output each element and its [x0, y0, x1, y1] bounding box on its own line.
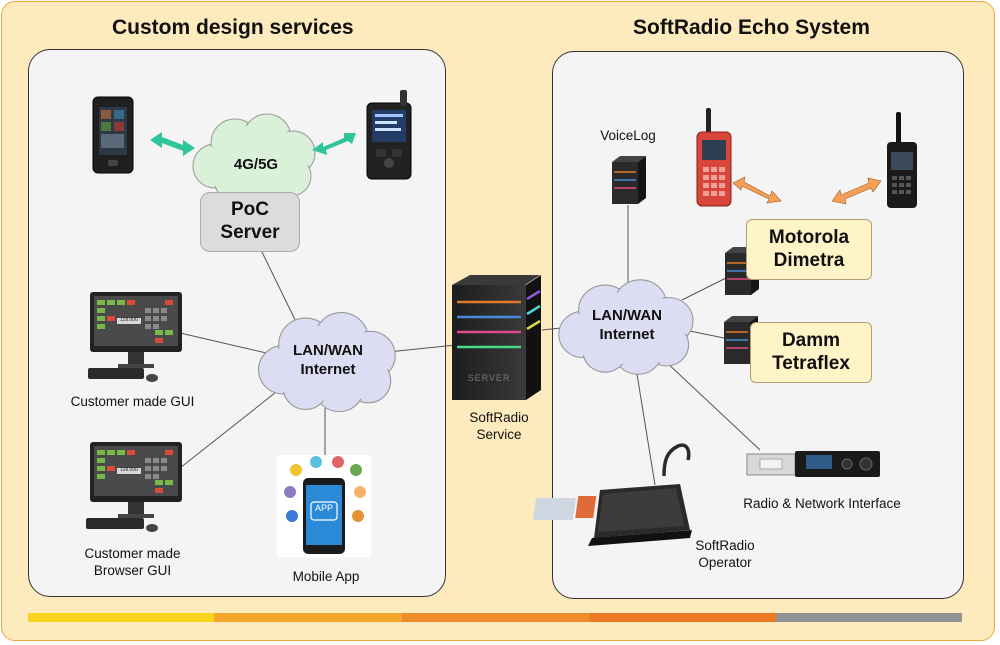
cloud-4g5g-fill — [197, 118, 311, 200]
strip-gray — [776, 613, 962, 622]
customer-gui-label: Customer made GUI — [70, 394, 195, 409]
strip-light-orange — [214, 613, 402, 622]
poc-server-line2: Server — [220, 222, 280, 243]
softradio-service-label: SoftRadio Service — [454, 410, 544, 444]
service-line1: SoftRadio — [469, 410, 529, 425]
damm-line1: Damm — [781, 329, 841, 351]
orange-arrows — [732, 176, 882, 205]
tetra-radio-red — [696, 108, 732, 207]
poc-phone-right — [366, 90, 412, 180]
operator-line2: Operator — [698, 554, 752, 570]
poc-server-box: PoC Server — [200, 192, 300, 252]
lan-right-line2: Internet — [599, 325, 655, 343]
browser-gui-label: Customer made Browser GUI — [55, 546, 210, 580]
browser-gui-line1: Customer made — [84, 546, 181, 561]
softradio-operator-console — [532, 443, 692, 546]
cloud-4g5g-label: 4G/5G — [233, 156, 279, 173]
mobile-app-graphic — [277, 455, 371, 557]
radio-interface-label: Radio & Network Interface — [743, 496, 901, 511]
lan-right-label: LAN/WAN Internet — [580, 307, 674, 345]
monitor1-readout: 118.000 — [120, 317, 138, 323]
operator-label: SoftRadio Operator — [680, 538, 770, 572]
green-arrows — [150, 132, 356, 156]
browser-gui-line2: Browser GUI — [93, 562, 172, 578]
lan-left-label: LAN/WAN Internet — [281, 342, 375, 380]
tetra-radio-black — [887, 112, 917, 208]
service-line2: Service — [476, 426, 522, 442]
server-case-text: SERVER — [467, 373, 511, 383]
strip-orange — [402, 613, 590, 622]
lan-left-line2: Internet — [300, 360, 356, 378]
operator-line1: SoftRadio — [695, 538, 755, 553]
strip-yellow — [28, 613, 214, 622]
softradio-server — [452, 275, 541, 400]
lan-right-line1: LAN/WAN — [592, 307, 662, 324]
voicelog-label: VoiceLog — [600, 128, 656, 143]
voicelog-server — [612, 156, 646, 204]
right-section-heading: SoftRadio Echo System — [633, 16, 870, 39]
left-section-heading: Custom design services — [112, 16, 354, 39]
mobile-app-label: Mobile App — [292, 569, 360, 584]
app-icon-text: APP — [314, 503, 333, 513]
radio-network-interface — [746, 451, 880, 477]
handheld-device-left — [92, 96, 134, 174]
damm-tetraflex-box: Damm Tetraflex — [750, 322, 872, 383]
motorola-line1: Motorola — [768, 226, 850, 248]
monitor2-readout: 118.000 — [120, 467, 138, 473]
monitor-browser-gui — [86, 442, 182, 532]
strip-dark-orange — [590, 613, 776, 622]
monitor-customer-gui — [88, 292, 182, 382]
poc-server-line1: PoC — [231, 199, 269, 221]
lan-left-line1: LAN/WAN — [293, 342, 363, 359]
damm-line2: Tetraflex — [772, 352, 850, 374]
motorola-line2: Dimetra — [773, 249, 845, 271]
motorola-dimetra-box: Motorola Dimetra — [746, 219, 872, 280]
